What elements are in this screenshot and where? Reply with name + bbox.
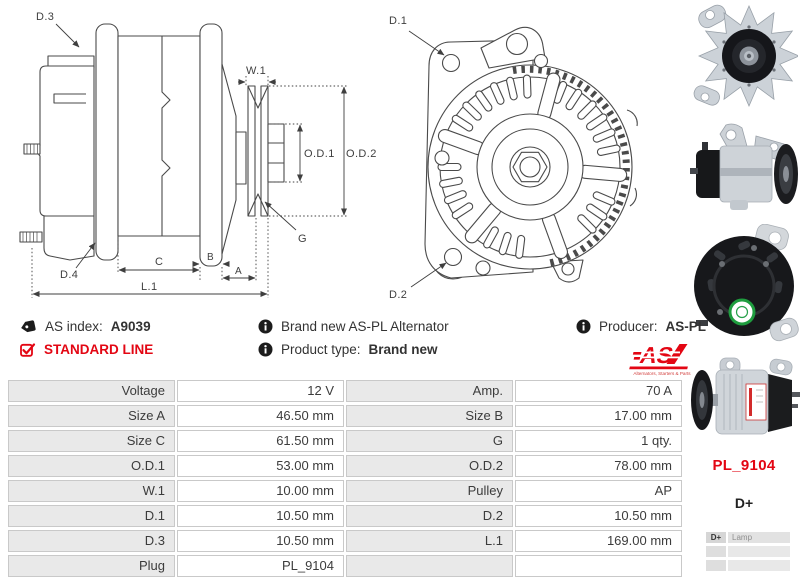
terminal-table-row (706, 546, 790, 557)
alternator-side-outline (19, 23, 285, 267)
spec-label: G (346, 430, 513, 452)
terminal-table-header-lamp: Lamp (728, 532, 790, 543)
producer-label: Producer: (599, 318, 658, 334)
producer-row: Producer: AS-PL (576, 318, 706, 334)
producer-value: AS-PL (665, 318, 707, 334)
dim-label-a: A (235, 266, 242, 277)
terminal-table: D+ Lamp (706, 532, 790, 574)
spec-label: D.1 (8, 505, 175, 527)
product-type-row: Product type: Brand new (258, 341, 449, 357)
spec-label: D.3 (8, 530, 175, 552)
spec-value: 53.00 mm (177, 455, 344, 477)
dim-label-l1: L.1 (141, 281, 158, 293)
info-column-right: Producer: AS-PL (576, 318, 706, 341)
info-icon (576, 319, 591, 333)
description-text: Brand new AS-PL Alternator (281, 318, 449, 334)
as-index-label: AS index: (45, 318, 103, 334)
spec-value (515, 555, 682, 577)
dim-label-d3: D.3 (36, 11, 54, 23)
dim-label-d1: D.1 (389, 15, 407, 27)
terminal-table-row (706, 560, 790, 571)
front-view-drawing: D.1 D.2 (389, 15, 638, 301)
terminal-table-header: D+ Lamp (706, 532, 790, 543)
spec-value: 1 qty. (515, 430, 682, 452)
spec-label: Amp. (346, 380, 513, 402)
spec-label (346, 555, 513, 577)
logo-subtext: Alternators, Starters & Parts (633, 371, 691, 376)
spec-label: Size A (8, 405, 175, 427)
dim-label-w1: W.1 (246, 65, 266, 77)
front-view-dimensions (408, 30, 447, 288)
spec-value: PL_9104 (177, 555, 344, 577)
spec-label: W.1 (8, 480, 175, 502)
description-row: Brand new AS-PL Alternator (258, 318, 449, 334)
product-photo-front (693, 4, 798, 108)
terminal-title: D+ (734, 495, 754, 511)
spec-label: O.D.2 (346, 455, 513, 477)
info-column-left: AS index: A9039 STANDARD LINE (20, 318, 153, 364)
terminal-table-header-dplus: D+ (706, 532, 726, 543)
dim-label-d4: D.4 (60, 269, 78, 281)
product-type-value: Brand new (368, 341, 438, 357)
spec-label: Size C (8, 430, 175, 452)
dim-label-b: B (207, 252, 214, 263)
spec-label: L.1 (346, 530, 513, 552)
info-icon (258, 342, 273, 356)
checkbox-icon (20, 342, 36, 357)
spec-value: 10.00 mm (177, 480, 344, 502)
spec-label: D.2 (346, 505, 513, 527)
spec-label: Plug (8, 555, 175, 577)
side-view-drawing: D.3 W.1 O.D.1 O.D.2 G D.4 C B A L.1 (19, 11, 376, 298)
info-icon (258, 319, 273, 333)
product-type-label: Product type: (281, 341, 361, 357)
spec-value: 17.00 mm (515, 405, 682, 427)
tag-icon (21, 319, 36, 332)
logo-text: AS (638, 342, 676, 368)
side-view-dimensions (31, 23, 348, 298)
dim-label-c: C (155, 256, 163, 268)
product-photo-rear (694, 224, 799, 342)
spec-label: Pulley (346, 480, 513, 502)
spec-label: Voltage (8, 380, 175, 402)
spec-value: 70 A (515, 380, 682, 402)
plug-code-label: PL_9104 (712, 457, 776, 474)
spec-value: 10.50 mm (177, 505, 344, 527)
alternator-front-outline (424, 26, 638, 283)
spec-value: 78.00 mm (515, 455, 682, 477)
dim-label-od2: O.D.2 (346, 148, 376, 160)
spec-label: O.D.1 (8, 455, 175, 477)
as-index-row: AS index: A9039 (20, 318, 153, 334)
standard-line-row: STANDARD LINE (20, 341, 153, 357)
as-index-value: A9039 (110, 318, 151, 334)
dim-label-g: G (298, 233, 307, 245)
product-photo-side (690, 123, 798, 210)
dim-label-od1: O.D.1 (304, 148, 335, 160)
standard-line-label: STANDARD LINE (44, 341, 154, 357)
dim-label-d2: D.2 (389, 289, 407, 301)
spec-value: 12 V (177, 380, 344, 402)
spec-label: Size B (346, 405, 513, 427)
spec-value: 46.50 mm (177, 405, 344, 427)
spec-value: AP (515, 480, 682, 502)
product-photo-side2 (691, 357, 800, 435)
spec-value: 61.50 mm (177, 430, 344, 452)
as-pl-logo: AS Alternators, Starters & Parts (628, 342, 696, 381)
info-column-middle: Brand new AS-PL Alternator Product type:… (258, 318, 449, 364)
spec-value: 10.50 mm (177, 530, 344, 552)
spec-value: 10.50 mm (515, 505, 682, 527)
spec-value: 169.00 mm (515, 530, 682, 552)
